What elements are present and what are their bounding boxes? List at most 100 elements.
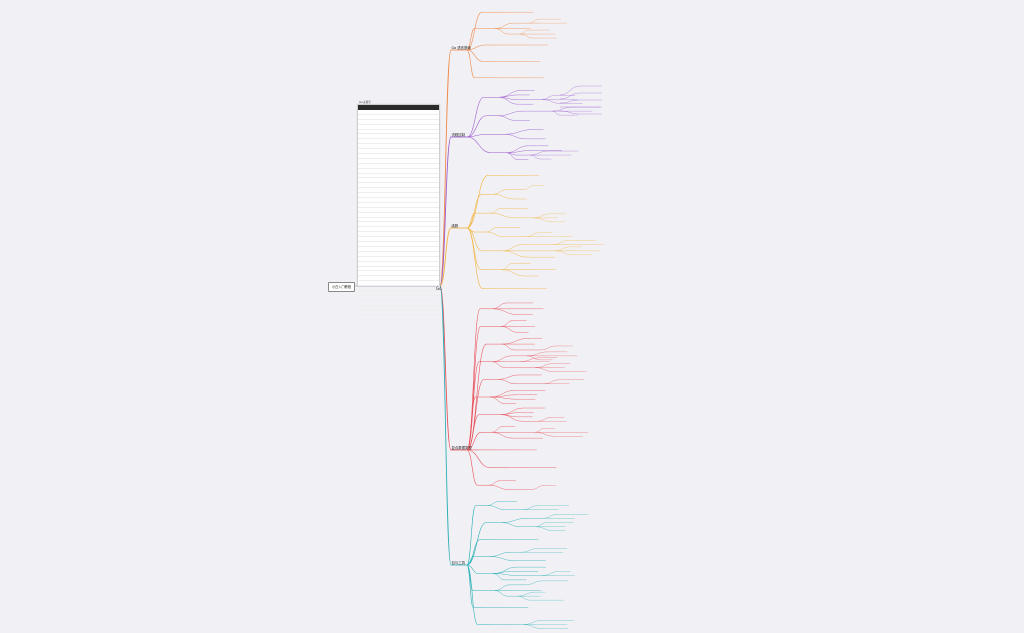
mind-map-edge [490,396,518,400]
mind-map-edge [497,374,520,380]
mind-map-edge [519,357,541,362]
table-cell [377,227,395,231]
mind-map-edge [490,396,505,404]
table-cell [358,247,377,251]
mind-map-edge [466,96,484,138]
mind-map-edge [523,620,542,625]
mind-map-edge [559,110,581,115]
table-row [358,134,439,140]
table-row [358,183,439,189]
table-cell [377,232,395,236]
table-cell [377,257,395,261]
table-cell [377,271,395,275]
table-cell [358,222,377,226]
mind-map-edge [501,269,526,277]
table-row [358,311,439,316]
table-row [358,222,439,228]
mind-map-edge [466,175,489,229]
mind-map-edge [501,522,521,527]
table-cell [358,306,377,310]
table-cell [377,276,395,280]
table-header [358,105,439,110]
mind-map-edge [506,150,533,153]
table-cell [377,169,395,173]
mind-map-edge [487,505,506,510]
mind-map-edge [439,49,452,287]
table-row [358,213,439,218]
mind-map-edge [525,232,540,237]
mind-map-edge [535,526,554,531]
mind-map-edge [488,480,501,486]
mind-map-edge [486,227,498,233]
mind-map-edge [466,431,482,451]
mind-map-edge [541,571,559,576]
table-row [358,296,439,301]
table-cell [358,227,377,231]
table-cell [395,154,439,158]
table-row [358,178,439,184]
table-cell [377,262,395,266]
table-cell [358,203,377,207]
table-cell [395,296,439,300]
table-cell [377,115,395,119]
table-cell [395,247,439,251]
table-cell [358,262,377,266]
mind-map-edge [504,134,526,140]
table-cell [395,227,439,231]
table-cell [377,281,395,285]
table-row [358,242,439,247]
mind-map-edge [494,584,510,591]
table-cell [377,222,395,226]
table-cell [377,252,395,256]
mind-map-edge [502,250,528,258]
table-cell [358,134,377,138]
table-row [358,237,439,243]
table-cell [395,262,439,266]
mind-map-edge [492,194,516,200]
table-cell [377,183,395,187]
table-cell [358,125,377,129]
table-cell [358,115,377,119]
mind-map-edge [520,548,539,553]
mind-map-edge [535,522,547,527]
root-node[interactable]: 小白入门教程 [328,282,355,292]
mind-map-node-label[interactable]: Go 语言基础 [452,45,472,50]
table-cell [377,296,395,300]
mind-map-edge [534,432,555,437]
table-row [358,203,439,208]
table-cell [377,120,395,124]
table-cell [395,198,439,202]
table-row [358,169,439,174]
table-row [358,252,439,257]
mind-map-edge [501,518,528,523]
mind-map-node-label[interactable]: 流程控制 [452,132,466,137]
mind-map-node-label[interactable]: 包与工具 [452,560,466,565]
table-cell [377,144,395,148]
mind-map-edge [540,345,556,351]
mind-map-edge [532,213,550,219]
table-cell [358,154,377,158]
mind-map-edge [523,185,534,190]
table-row [358,301,439,306]
mind-map-edge [466,136,491,154]
mind-map-edge [535,367,554,372]
mind-map-edge [517,595,530,601]
mind-map-edge [492,189,508,195]
table-cell [395,149,439,153]
table-cell [395,169,439,173]
mind-map-node-label[interactable]: 函数 [452,223,459,228]
mind-map-edge [466,49,483,62]
mind-map-edge [492,308,519,315]
table-row [358,198,439,203]
table-cell [377,203,395,207]
table-row [358,291,439,296]
center-node-label[interactable]: Go [436,286,442,291]
mind-map-edge [466,115,487,138]
table-row [358,271,439,277]
mind-map-node-label[interactable]: 复合数据类型 [452,445,473,450]
mind-map-edge [506,152,518,160]
table-cell [358,296,377,300]
table-cell [395,311,439,315]
table-row [358,262,439,267]
table-cell [395,125,439,129]
